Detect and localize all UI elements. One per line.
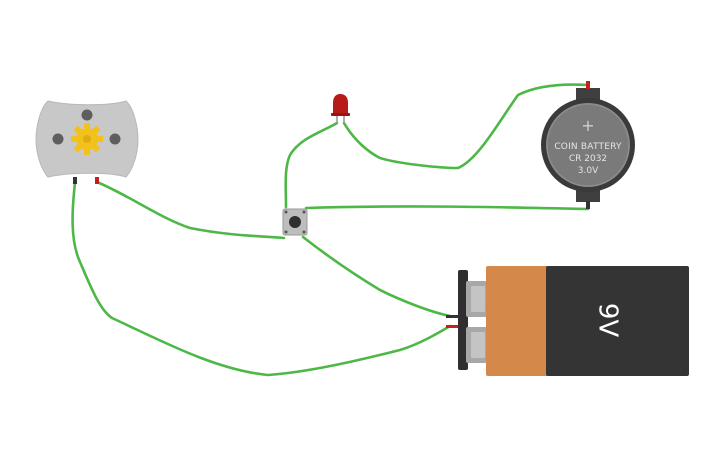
- coin-battery-label-line3: 3.0V: [578, 166, 599, 176]
- coin-battery-plus-sign: +: [581, 116, 594, 135]
- dc-motor[interactable]: [35, 100, 139, 184]
- pushbutton-pin-br: [302, 230, 306, 234]
- coin-battery-label-line2: CR 2032: [569, 154, 607, 164]
- gear-icon: [71, 123, 103, 155]
- battery-9v-snap-bottom-inner: [471, 332, 485, 358]
- coin-battery-terminal-positive[interactable]: [586, 81, 590, 89]
- battery-9v-snap-top-inner: [471, 286, 485, 312]
- motor-hole-left: [52, 133, 64, 145]
- battery-9v[interactable]: 9V: [446, 266, 689, 376]
- pushbutton-pin-tr: [302, 210, 306, 214]
- pushbutton-cap[interactable]: [289, 216, 301, 228]
- coin-battery-label-line1: COIN BATTERY: [554, 142, 622, 152]
- coin-battery[interactable]: + COIN BATTERY CR 2032 3.0V: [541, 81, 635, 209]
- wire-button-to-9v-positive[interactable]: [301, 235, 452, 318]
- battery-9v-dark-body: [546, 266, 689, 376]
- coin-battery-cell: [546, 103, 630, 187]
- red-led[interactable]: [331, 94, 350, 123]
- motor-terminal-red[interactable]: [95, 177, 99, 184]
- wire-button-to-coin-negative[interactable]: [304, 205, 590, 211]
- motor-terminal-black[interactable]: [73, 177, 77, 184]
- battery-9v-orange-sleeve: [486, 266, 550, 376]
- coin-battery-bottom-clip: [576, 190, 600, 202]
- led-rim: [331, 113, 350, 116]
- coin-battery-cell-ring: [546, 103, 630, 187]
- coin-battery-top-clip: [576, 88, 600, 100]
- wire-led-to-coin-positive[interactable]: [342, 83, 590, 170]
- wire-motor-to-9v-negative[interactable]: [71, 181, 452, 377]
- coin-battery-terminal-negative[interactable]: [586, 201, 590, 209]
- wire-button-to-led[interactable]: [284, 121, 339, 209]
- battery-9v-connector-plate: [458, 270, 468, 370]
- battery-9v-terminal-negative[interactable]: [446, 315, 458, 318]
- wire-motor-to-button[interactable]: [95, 180, 286, 240]
- motor-hole-top: [81, 109, 93, 121]
- pushbutton-pin-tl: [284, 210, 288, 214]
- motor-hole-right: [109, 133, 121, 145]
- led-body: [333, 94, 348, 115]
- battery-9v-terminal-positive[interactable]: [446, 325, 458, 328]
- pushbutton-icon[interactable]: [282, 208, 308, 236]
- pushbutton-pin-bl: [284, 230, 288, 234]
- battery-9v-label: 9V: [593, 303, 623, 338]
- wires: [71, 83, 590, 377]
